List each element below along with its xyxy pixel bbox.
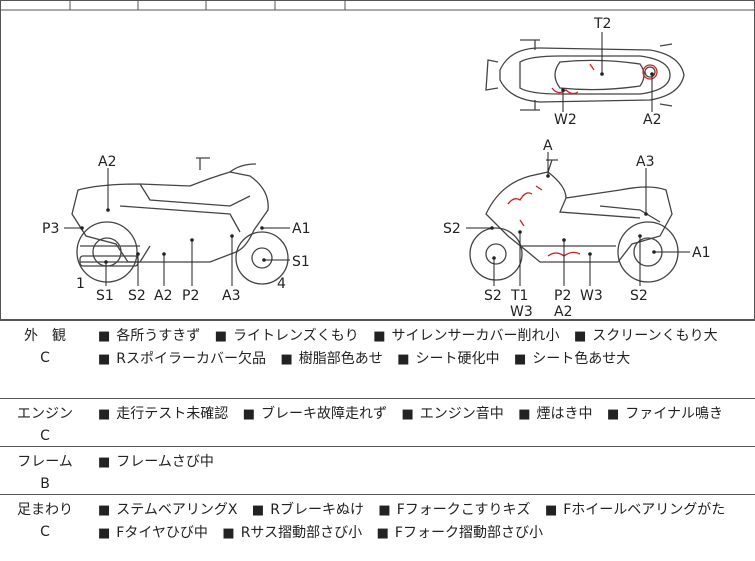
- category-label: 外 観: [24, 328, 66, 344]
- section-category: フレーム B: [0, 451, 90, 495]
- label-right-w3: W3: [580, 288, 603, 304]
- note-item: ■ステムベアリングX: [98, 502, 238, 518]
- label-left-1: 1: [76, 276, 85, 292]
- motorcycle-diagram: T2 W2 A2 A2: [0, 0, 755, 320]
- label-a2-top: A2: [643, 112, 661, 128]
- category-label: 足まわり: [17, 502, 73, 518]
- label-left-p3: P3: [42, 221, 59, 237]
- label-left-s1-right: S1: [292, 254, 310, 270]
- label-right-a: A: [543, 138, 553, 154]
- condition-notes: ■ステムベアリングX ■Rブレーキぬけ ■Fフォークこすりキズ ■Fホイールベア…: [98, 499, 743, 545]
- label-right-s2-bottom-1: S2: [484, 288, 502, 304]
- note-item: ■Fホイールベアリングがた: [544, 502, 726, 518]
- label-left-4: 4: [277, 276, 286, 292]
- note-item: ■ライトレンズくもり: [214, 328, 359, 344]
- label-right-a2: A2: [554, 304, 572, 320]
- section-exterior: 外 観 C ■各所うすきず ■ライトレンズくもり ■サイレンサーカバー削れ小 ■…: [0, 320, 755, 398]
- top-view-scooter: [485, 39, 685, 111]
- label-right-w3-below: W3: [510, 304, 533, 320]
- label-w2: W2: [554, 112, 577, 128]
- label-right-t1: T1: [510, 288, 528, 304]
- label-t2: T2: [593, 16, 611, 32]
- note-item: ■フレームさび中: [98, 454, 214, 470]
- label-left-s1: S1: [96, 288, 114, 304]
- label-left-p2: P2: [182, 288, 199, 304]
- note-item: ■スクリーンくもり大: [573, 328, 718, 344]
- note-item: ■煙はき中: [518, 406, 593, 422]
- condition-notes: ■各所うすきず ■ライトレンズくもり ■サイレンサーカバー削れ小 ■スクリーンく…: [98, 325, 743, 371]
- category-label: エンジン: [17, 406, 73, 422]
- label-right-p2: P2: [554, 288, 571, 304]
- label-right-a1: A1: [692, 245, 710, 261]
- label-left-a3: A3: [222, 288, 240, 304]
- section-category: エンジン C: [0, 403, 90, 447]
- label-right-s2-left: S2: [443, 221, 461, 237]
- note-item: ■シート色あせ大: [513, 351, 631, 367]
- note-item: ■ブレーキ故障走れず: [242, 406, 388, 422]
- left-side-scooter: [71, 157, 289, 285]
- note-item: ■Fフォークこすりキズ: [378, 502, 531, 518]
- category-grade: C: [40, 524, 50, 540]
- label-left-a2: A2: [98, 154, 116, 170]
- section-frame: フレーム B ■フレームさび中: [0, 446, 755, 494]
- category-grade: C: [40, 428, 50, 444]
- label-left-s2: S2: [128, 288, 146, 304]
- note-item: ■走行テスト未確認: [98, 406, 229, 422]
- note-item: ■Rサス摺動部さび小: [222, 525, 363, 541]
- category-grade: C: [40, 350, 50, 366]
- note-item: ■Fタイヤひび中: [98, 525, 208, 541]
- right-side-scooter: [469, 159, 679, 283]
- condition-notes: ■フレームさび中: [98, 451, 743, 474]
- label-right-s2-bottom-2: S2: [630, 288, 648, 304]
- note-item: ■サイレンサーカバー削れ小: [373, 328, 560, 344]
- note-item: ■ファイナル鳴き: [607, 406, 724, 422]
- note-item: ■Rブレーキぬけ: [251, 502, 364, 518]
- section-category: 足まわり C: [0, 499, 90, 543]
- section-suspension: 足まわり C ■ステムベアリングX ■Rブレーキぬけ ■Fフォークこすりキズ ■…: [0, 494, 755, 561]
- label-left-a1: A1: [292, 221, 310, 237]
- category-grade: B: [40, 476, 50, 492]
- note-item: ■樹脂部色あせ: [280, 351, 383, 367]
- note-item: ■Fフォーク摺動部さび小: [376, 525, 543, 541]
- note-item: ■各所うすきず: [98, 328, 201, 344]
- note-item: ■シート硬化中: [397, 351, 500, 367]
- note-item: ■Rスポイラーカバー欠品: [98, 351, 267, 367]
- note-item: ■エンジン音中: [401, 406, 504, 422]
- label-right-a3: A3: [636, 154, 654, 170]
- section-category: 外 観 C: [0, 325, 90, 369]
- condition-notes: ■走行テスト未確認 ■ブレーキ故障走れず ■エンジン音中 ■煙はき中 ■ファイナ…: [98, 403, 743, 426]
- section-engine: エンジン C ■走行テスト未確認 ■ブレーキ故障走れず ■エンジン音中 ■煙はき…: [0, 398, 755, 446]
- category-label: フレーム: [17, 454, 73, 470]
- label-left-a2-bottom: A2: [154, 288, 172, 304]
